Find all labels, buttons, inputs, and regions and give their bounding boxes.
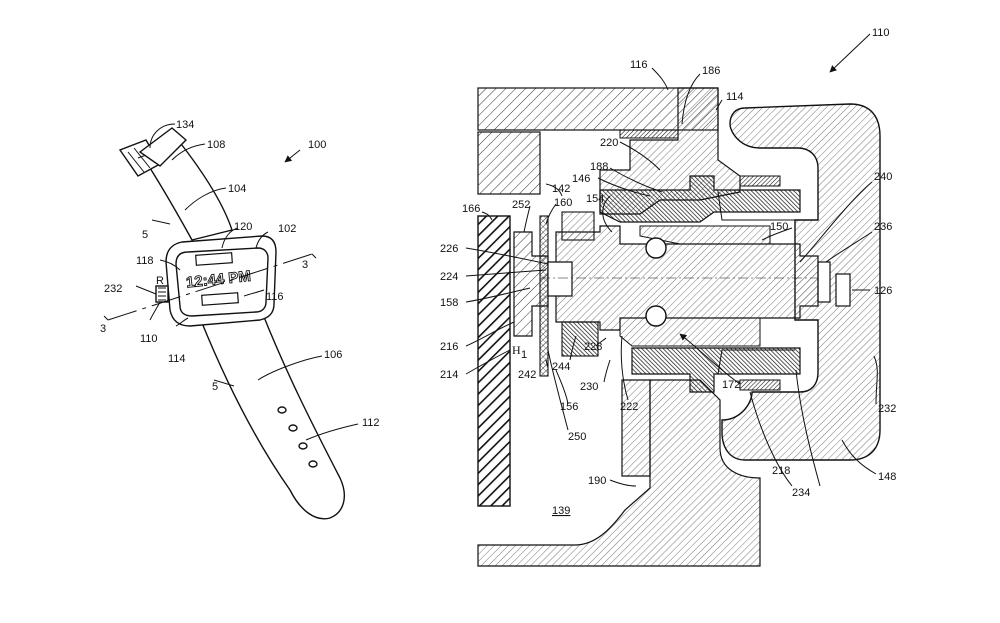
label-236: 236 xyxy=(874,221,892,233)
label-3b: 3 xyxy=(100,323,106,335)
sensor-126 xyxy=(835,273,851,307)
label-252: 252 xyxy=(512,199,530,211)
label-120: 120 xyxy=(234,221,252,233)
label-190: 190 xyxy=(588,475,606,487)
label-166: 166 xyxy=(462,203,480,215)
label-134: 134 xyxy=(176,119,194,131)
label-R: R xyxy=(156,275,164,287)
label-160: 160 xyxy=(554,197,572,209)
label-154: 154 xyxy=(586,193,604,205)
cross-section-drawing xyxy=(465,33,881,567)
label-126: 126 xyxy=(874,285,892,297)
label-108: 108 xyxy=(207,139,225,151)
label-118: 118 xyxy=(136,255,154,267)
label-102: 102 xyxy=(278,223,296,235)
label-139: 139 xyxy=(552,505,570,517)
block-142 xyxy=(477,131,541,195)
watch-drawing: 12:44 PM xyxy=(103,123,359,520)
label-186: 186 xyxy=(702,65,720,77)
label-250: 250 xyxy=(568,431,586,443)
label-158: 158 xyxy=(440,297,458,309)
stem-tip xyxy=(547,261,573,297)
bracket-236 xyxy=(817,261,831,303)
strap-tongue xyxy=(138,127,188,167)
gear-252 xyxy=(513,231,549,337)
label-5b: 5 xyxy=(212,381,218,393)
label-232b: 232 xyxy=(878,403,896,415)
label-104: 104 xyxy=(228,183,246,195)
label-116b: 116 xyxy=(630,59,648,71)
label-112: 112 xyxy=(362,417,380,429)
label-100: 100 xyxy=(308,139,326,151)
watch-labels: 134 108 100 104 5 120 102 118 3 232 R 11… xyxy=(100,119,380,429)
label-188: 188 xyxy=(590,161,608,173)
label-228: 228 xyxy=(584,341,602,353)
label-156: 156 xyxy=(560,401,578,413)
label-150: 150 xyxy=(770,221,788,233)
label-214: 214 xyxy=(440,369,458,381)
o-ring-upper xyxy=(645,237,667,259)
label-110b: 110 xyxy=(872,27,890,39)
label-218: 218 xyxy=(772,465,790,477)
upper-strap xyxy=(149,138,233,241)
block-228 xyxy=(561,321,599,357)
label-H1: H xyxy=(512,343,521,357)
label-234: 234 xyxy=(792,487,810,499)
label-106: 106 xyxy=(324,349,342,361)
label-226: 226 xyxy=(440,243,458,255)
label-114b: 114 xyxy=(726,91,744,103)
o-ring-lower xyxy=(645,305,667,327)
label-142: 142 xyxy=(552,183,570,195)
leader-lines xyxy=(465,33,878,487)
block-146 xyxy=(561,211,595,241)
label-3a: 3 xyxy=(302,259,308,271)
label-114a: 114 xyxy=(168,353,186,365)
column-190 xyxy=(621,379,651,477)
label-5a: 5 xyxy=(142,229,148,241)
cross-section-labels: 110 116 186 114 220 188 146 142 154 160 … xyxy=(440,27,896,517)
label-232a: 232 xyxy=(104,283,122,295)
label-230: 230 xyxy=(580,381,598,393)
label-116a: 116 xyxy=(266,291,284,303)
label-H1-sub: 1 xyxy=(521,349,527,361)
wall-166 xyxy=(477,215,511,507)
label-222: 222 xyxy=(620,401,638,413)
label-240: 240 xyxy=(874,171,892,183)
lower-strap xyxy=(199,311,346,520)
label-220: 220 xyxy=(600,137,618,149)
display-bottom-window xyxy=(201,292,239,306)
label-172: 172 xyxy=(722,379,740,391)
sleeve-lower-172 xyxy=(631,347,801,393)
label-242: 242 xyxy=(518,369,536,381)
label-146: 146 xyxy=(572,173,590,185)
label-224: 224 xyxy=(440,271,458,283)
strap-holes xyxy=(277,406,318,468)
label-216: 216 xyxy=(440,341,458,353)
housing-body-148 xyxy=(477,379,761,567)
label-148: 148 xyxy=(878,471,896,483)
sleeve-upper-188 xyxy=(599,175,801,223)
label-244: 244 xyxy=(552,361,570,373)
label-110a: 110 xyxy=(140,333,158,345)
display-top-window xyxy=(195,252,233,266)
